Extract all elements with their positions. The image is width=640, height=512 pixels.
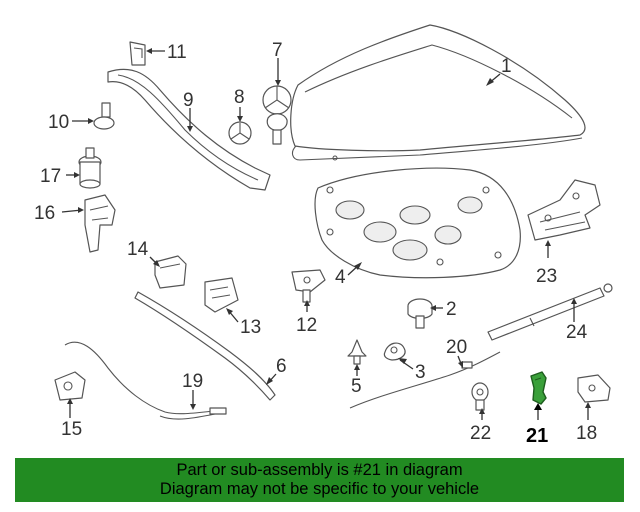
part-grommet: [383, 342, 406, 361]
callout-2: 2: [446, 299, 457, 320]
part-mount-bracket: [154, 255, 187, 289]
callout-12: 12: [296, 315, 317, 336]
part-clip: [347, 339, 367, 365]
callout-15: 15: [61, 419, 82, 440]
callout-22: 22: [470, 423, 491, 444]
callout-13: 13: [240, 317, 261, 338]
callout-17: 17: [40, 166, 61, 187]
callout-6: 6: [276, 356, 287, 377]
part-latch-bracket: [291, 269, 326, 303]
part-hood: [290, 24, 586, 161]
part-hinge: [84, 194, 116, 253]
part-release-cable: [64, 341, 227, 420]
callout-3: 3: [415, 362, 426, 383]
part-gas-strut: [487, 283, 613, 341]
part-21-highlighted[interactable]: [530, 371, 547, 405]
info-banner: Part or sub-assembly is #21 in diagram D…: [15, 458, 624, 502]
part-cable-clip: [471, 382, 489, 411]
callout-23: 23: [536, 266, 557, 287]
callout-20: 20: [446, 337, 467, 358]
part-release-latch: [54, 371, 86, 401]
callout-1: 1: [501, 56, 512, 77]
part-hinge-assembly: [527, 179, 601, 241]
callout-19: 19: [182, 371, 203, 392]
part-screw: [93, 102, 115, 130]
part-rubber-stop: [78, 147, 102, 189]
part-hood-inner-panel: [314, 167, 521, 279]
callout-7: 7: [272, 40, 283, 61]
callout-21-highlighted[interactable]: 21: [526, 425, 548, 447]
callout-9: 9: [183, 90, 194, 111]
part-seal-strip: [134, 291, 276, 401]
callout-4: 4: [335, 267, 346, 288]
part-bumper-stop: [407, 298, 433, 329]
callout-24: 24: [566, 322, 588, 343]
banner-line-disclaimer: Diagram may not be specific to your vehi…: [159, 480, 480, 498]
callout-14: 14: [127, 239, 149, 260]
callout-8: 8: [234, 87, 245, 108]
leader-lines: [61, 48, 591, 420]
part-hinge-bracket: [204, 277, 239, 313]
part-emblem-star: [262, 85, 292, 145]
part-clip-small: [129, 41, 146, 66]
callout-11: 11: [167, 42, 187, 63]
part-support-bracket: [577, 374, 611, 403]
callout-16: 16: [34, 203, 55, 224]
banner-line-part: Part or sub-assembly is #21 in diagram: [176, 461, 463, 479]
parts-diagram: 1 2 3 4 5 6 7 8 9 10 11 12 13 14 15 16 1…: [34, 24, 613, 447]
callout-10: 10: [48, 112, 69, 133]
part-badge: [228, 121, 252, 145]
callout-5: 5: [351, 376, 362, 397]
callout-18: 18: [576, 423, 597, 444]
callout-numbers: 1 2 3 4 5 6 7 8 9 10 11 12 13 14 15 16 1…: [34, 40, 597, 447]
